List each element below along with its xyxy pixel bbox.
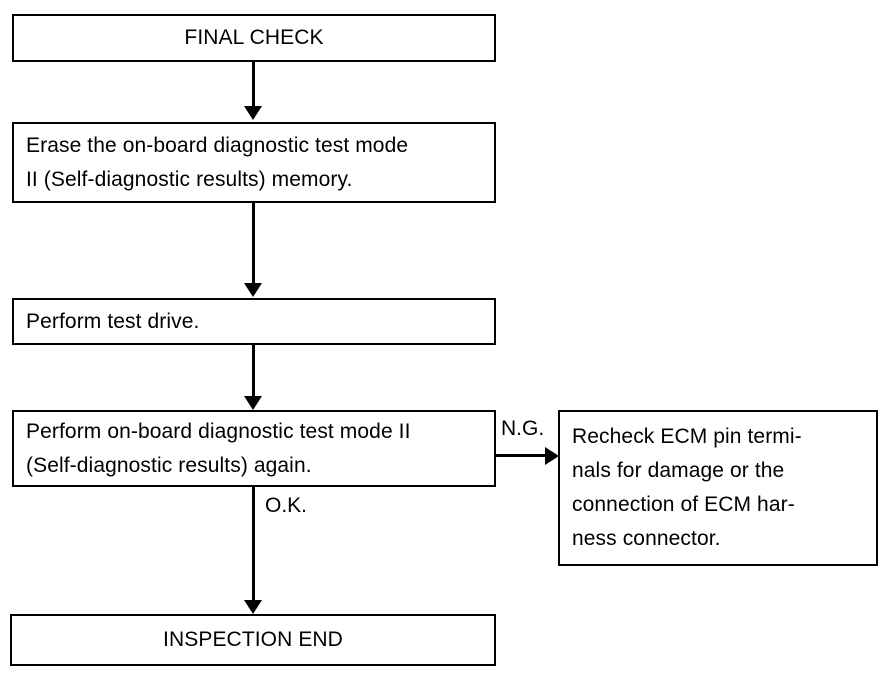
connector-test-drive-to-diagnostic [252, 345, 255, 397]
arrowhead-to-inspection-end [244, 600, 262, 614]
arrowhead-to-diagnostic [244, 396, 262, 410]
edge-label-ng: N.G. [501, 417, 545, 440]
node-test-drive-label: Perform test drive. [26, 309, 200, 333]
node-inspection-end: INSPECTION END [10, 614, 496, 666]
node-erase-memory-label: Erase the on-board diagnostic test mode … [26, 133, 409, 191]
connector-diagnostic-to-recheck [496, 454, 546, 457]
node-erase-memory: Erase the on-board diagnostic test mode … [12, 122, 496, 203]
node-recheck-ecm-label: Recheck ECM pin termi- nals for damage o… [572, 425, 802, 550]
node-test-drive: Perform test drive. [12, 298, 496, 345]
node-final-check: FINAL CHECK [12, 14, 496, 62]
connector-erase-to-test-drive [252, 203, 255, 284]
arrowhead-to-test-drive [244, 283, 262, 297]
arrowhead-to-erase [244, 106, 262, 120]
node-inspection-end-label: INSPECTION END [163, 628, 343, 651]
node-perform-diagnostic: Perform on-board diagnostic test mode II… [12, 410, 496, 487]
connector-diagnostic-to-end [252, 487, 255, 601]
connector-final-check-to-erase [252, 62, 255, 108]
edge-label-ok: O.K. [265, 494, 308, 517]
arrowhead-to-recheck [545, 447, 559, 465]
node-final-check-label: FINAL CHECK [184, 26, 324, 49]
node-recheck-ecm: Recheck ECM pin termi- nals for damage o… [558, 410, 878, 566]
node-perform-diagnostic-label: Perform on-board diagnostic test mode II… [26, 419, 411, 477]
